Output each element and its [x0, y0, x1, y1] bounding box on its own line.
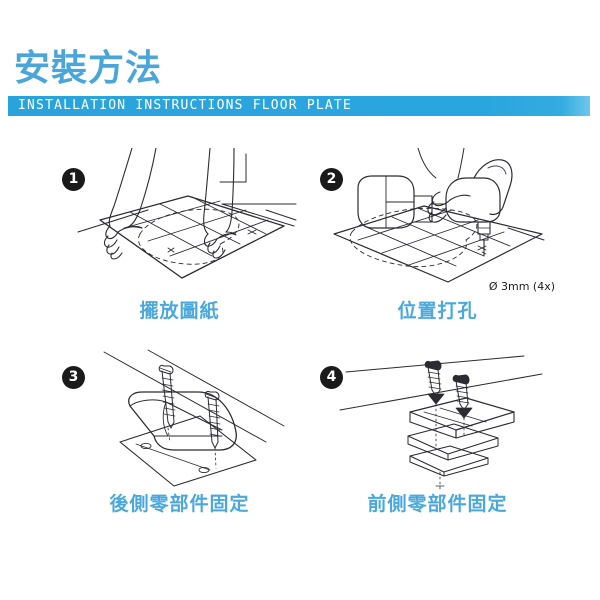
- step-3: 3: [52, 340, 307, 540]
- step-3-caption: 後側零部件固定: [109, 493, 250, 515]
- header-banner-text: INSTALLATION INSTRUCTIONS FLOOR PLATE: [18, 98, 352, 113]
- step-2: 2: [310, 142, 565, 342]
- step-number-badge: 4: [320, 366, 343, 389]
- step-2-caption: 位置打孔: [397, 300, 478, 322]
- steps-grid: 1: [0, 128, 600, 548]
- step-1-caption: 擺放圖紙: [139, 300, 220, 322]
- header-banner-bar: INSTALLATION INSTRUCTIONS FLOOR PLATE: [8, 96, 590, 116]
- step-1: 1: [52, 142, 307, 342]
- step-2-hole-spec-note: Ø 3mm (4x): [488, 280, 555, 293]
- step-2-illustration: [328, 148, 556, 300]
- step-1-illustration: [70, 148, 298, 300]
- header: 安裝方法 INSTALLATION INSTRUCTIONS FLOOR PLA…: [0, 0, 600, 125]
- page-title: 安裝方法: [14, 48, 163, 89]
- step-number-badge: 1: [62, 168, 85, 191]
- step-3-illustration: [70, 346, 298, 498]
- step-4-illustration: [328, 346, 556, 498]
- step-4: 4: [310, 340, 565, 540]
- step-number-badge: 2: [320, 168, 343, 191]
- step-4-caption: 前側零部件固定: [367, 493, 508, 515]
- step-number-badge: 3: [62, 366, 85, 389]
